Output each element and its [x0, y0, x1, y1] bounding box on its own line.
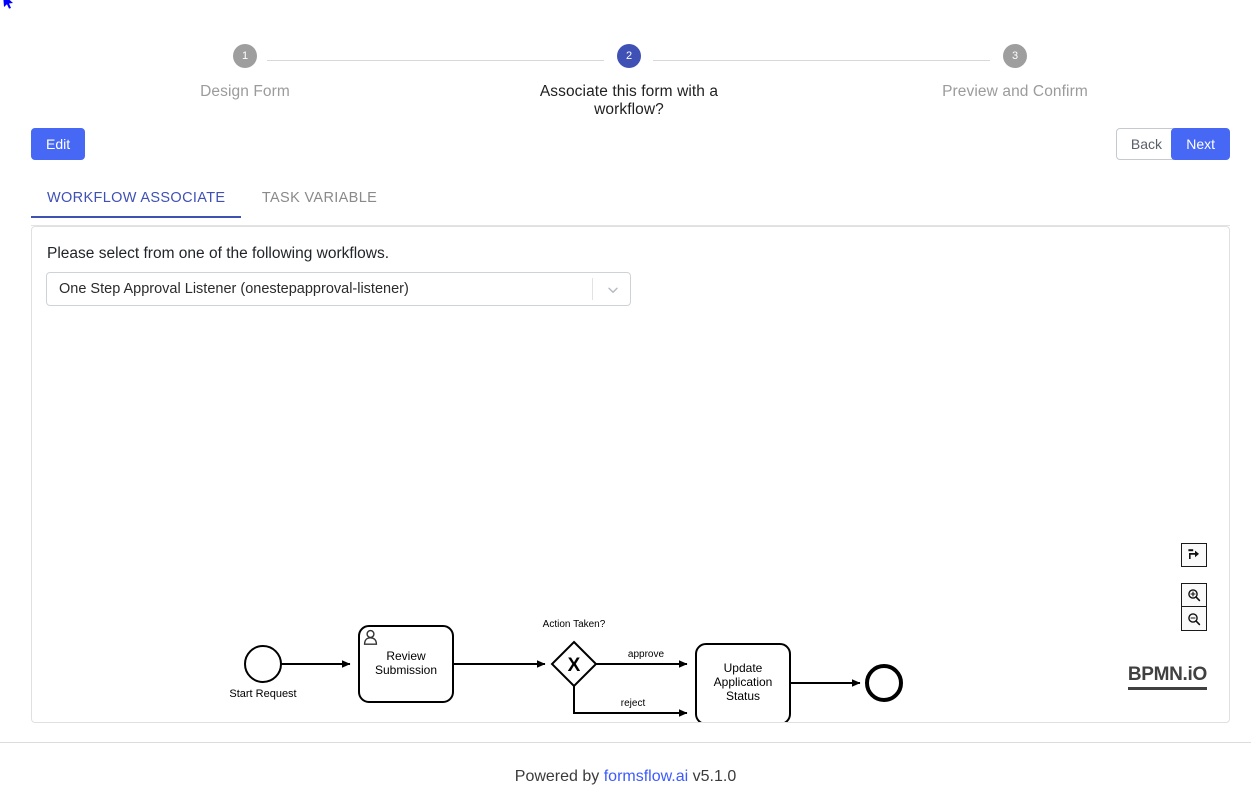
bpmn-diagram-canvas[interactable]: Start Request Review Submission Action T…	[32, 315, 1229, 722]
bpmn-task-label-line2: Submission	[375, 663, 437, 677]
workflow-associate-panel: Please select from one of the following …	[31, 226, 1230, 723]
wizard-stepper: 1 Design Form 2 Associate this form with…	[0, 44, 1251, 118]
zoom-out-glyph	[1188, 612, 1201, 625]
next-button[interactable]: Next	[1171, 128, 1230, 160]
chevron-down-icon	[608, 287, 618, 293]
footer-version: v5.1.0	[688, 768, 737, 785]
step-number-badge: 3	[1003, 44, 1027, 68]
bpmn-canvas-controls	[1181, 543, 1207, 631]
bpmn-task-label-line1: Update	[724, 661, 763, 675]
bpmn-flow-label-reject: reject	[621, 698, 646, 709]
footer-divider	[0, 742, 1251, 743]
step-number-badge: 2	[617, 44, 641, 68]
bpmn-start-event[interactable]	[244, 645, 282, 683]
edit-button[interactable]: Edit	[31, 128, 86, 160]
bpmn-task-label-line2: Application	[714, 675, 773, 689]
bpmn-start-event-label: Start Request	[229, 688, 296, 700]
reset-zoom-glyph	[1188, 549, 1199, 559]
bpmn-gateway-glyph: X	[568, 655, 581, 676]
step-label: Design Form	[200, 83, 290, 100]
tab-task-variable[interactable]: TASK VARIABLE	[261, 190, 378, 206]
user-icon	[363, 629, 378, 645]
reset-zoom-icon[interactable]	[1181, 543, 1207, 567]
action-bar: Edit Back Next	[0, 128, 1251, 162]
zoom-button-group	[1181, 583, 1207, 631]
zoom-in-icon[interactable]	[1181, 583, 1207, 607]
bpmn-gateway-label: Action Taken?	[543, 619, 606, 630]
zoom-in-glyph	[1188, 589, 1201, 602]
back-button[interactable]: Back	[1115, 128, 1177, 160]
step-number-badge: 1	[233, 44, 257, 68]
bpmn-flow-label-approve: approve	[628, 649, 665, 660]
formsflow-link[interactable]: formsflow.ai	[603, 768, 689, 785]
step-label: Associate this form with a workflow?	[539, 83, 719, 118]
step-label: Preview and Confirm	[942, 83, 1088, 100]
stepper-step-preview-confirm[interactable]: 3 Preview and Confirm	[915, 44, 1115, 101]
bpmn-task-label-line1: Review	[386, 649, 426, 663]
bpmn-io-logo[interactable]: BPMN.iO	[1127, 664, 1207, 690]
workflow-select-value: One Step Approval Listener (onestepappro…	[59, 281, 409, 297]
zoom-out-icon[interactable]	[1181, 607, 1207, 631]
tab-workflow-associate[interactable]: WORKFLOW ASSOCIATE	[31, 190, 242, 218]
footer: Powered by formsflow.ai v5.1.0	[0, 768, 1251, 786]
workflow-select[interactable]: One Step Approval Listener (onestepappro…	[46, 272, 631, 306]
bpmn-sequence-flow-reject	[573, 686, 688, 717]
bpmn-diagram: Start Request Review Submission Action T…	[229, 619, 903, 722]
stepper-step-associate-workflow[interactable]: 2 Associate this form with a workflow?	[529, 44, 729, 119]
bpmn-task-label-line3: Status	[726, 689, 760, 703]
mouse-cursor-icon	[3, 0, 13, 9]
select-prompt-label: Please select from one of the following …	[47, 245, 390, 262]
tab-bar: WORKFLOW ASSOCIATE TASK VARIABLE	[31, 189, 1230, 226]
stepper-connector-2	[653, 60, 990, 61]
footer-prefix: Powered by	[514, 768, 604, 785]
stepper-step-design-form[interactable]: 1 Design Form	[145, 44, 345, 101]
bpmn-end-event[interactable]	[865, 664, 903, 702]
stepper-connector-1	[267, 60, 604, 61]
select-separator	[592, 278, 593, 300]
